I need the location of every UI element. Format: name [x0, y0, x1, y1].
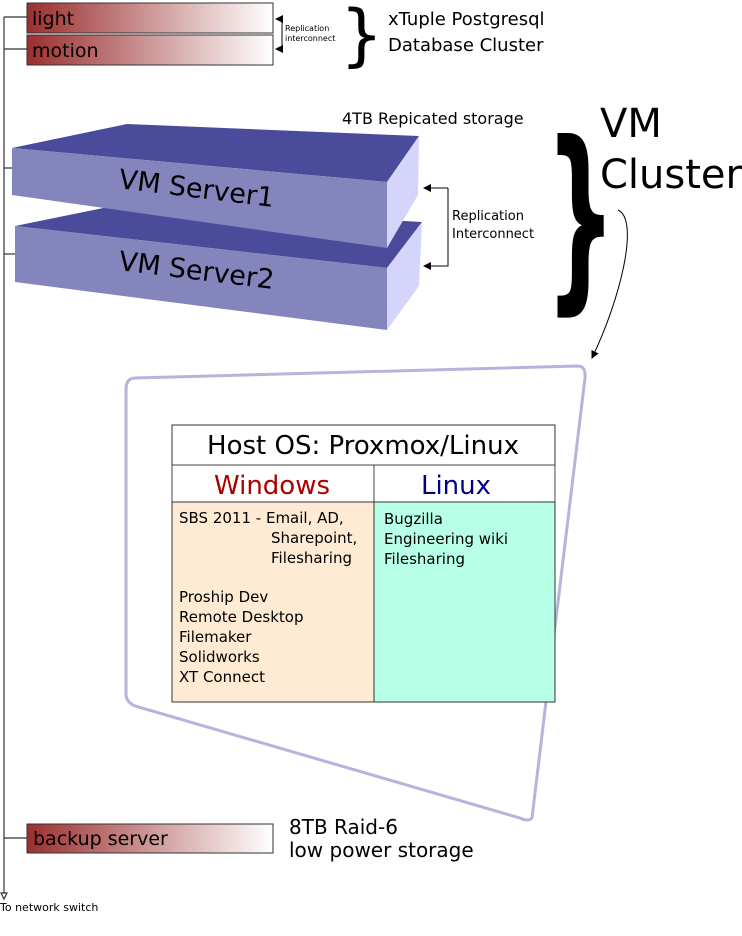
- host-title: Host OS: Proxmox/Linux: [207, 431, 519, 461]
- list-item: Engineering wiki: [384, 530, 508, 548]
- linux-vm-list: Bugzilla Engineering wiki Filesharing: [384, 510, 508, 568]
- list-item: Sharepoint,: [271, 529, 357, 547]
- list-item: SBS 2011 - Email, AD,: [179, 509, 344, 527]
- vm-replication-arrow: [423, 184, 449, 270]
- node-label: light: [32, 8, 74, 30]
- vm-replication-label: Replication: [452, 209, 524, 224]
- vm-server-2: VM Server2: [15, 205, 422, 330]
- list-item: XT Connect: [179, 668, 265, 686]
- list-item: Bugzilla: [384, 510, 443, 528]
- list-item: Filemaker: [179, 628, 252, 646]
- list-item: Filesharing: [271, 549, 352, 567]
- list-item: Proship Dev: [179, 588, 268, 606]
- list-item: Solidworks: [179, 648, 260, 666]
- host-os-table: Host OS: Proxmox/Linux Windows Linux SBS…: [171, 424, 556, 703]
- node-label: motion: [32, 40, 99, 62]
- backup-caption: low power storage: [289, 838, 474, 862]
- db-node-light: light: [26, 2, 274, 34]
- db-cluster-caption: Database Cluster: [388, 35, 544, 56]
- db-node-motion: motion: [26, 34, 274, 66]
- network-backbone: [0, 16, 27, 901]
- backup-caption: 8TB Raid-6: [289, 815, 398, 839]
- db-cluster-caption: xTuple Postgresql: [388, 9, 545, 30]
- vm-server-1: VM Server1: [12, 124, 419, 248]
- backup-server: backup server: [26, 823, 274, 854]
- linux-heading: Linux: [421, 471, 491, 501]
- zoom-arrow: [591, 209, 628, 359]
- network-switch-label: To network switch: [0, 901, 98, 914]
- db-replication-label: Replication: [285, 24, 329, 33]
- node-label: backup server: [33, 828, 168, 850]
- db-replication-arrow: [275, 15, 283, 53]
- vm-cluster-caption: VM: [600, 101, 662, 147]
- vm-cluster-caption: Cluster: [600, 152, 742, 198]
- brace-icon: }: [340, 0, 383, 75]
- windows-vm-list: SBS 2011 - Email, AD, Sharepoint, Filesh…: [179, 509, 357, 686]
- windows-heading: Windows: [214, 471, 330, 501]
- vm-replication-label: Interconnect: [452, 227, 534, 242]
- storage-label: 4TB Repicated storage: [342, 109, 524, 128]
- brace-icon: }: [545, 100, 616, 333]
- db-replication-label: interconnect: [285, 34, 335, 43]
- list-item: Remote Desktop: [179, 608, 304, 626]
- list-item: Filesharing: [384, 550, 465, 568]
